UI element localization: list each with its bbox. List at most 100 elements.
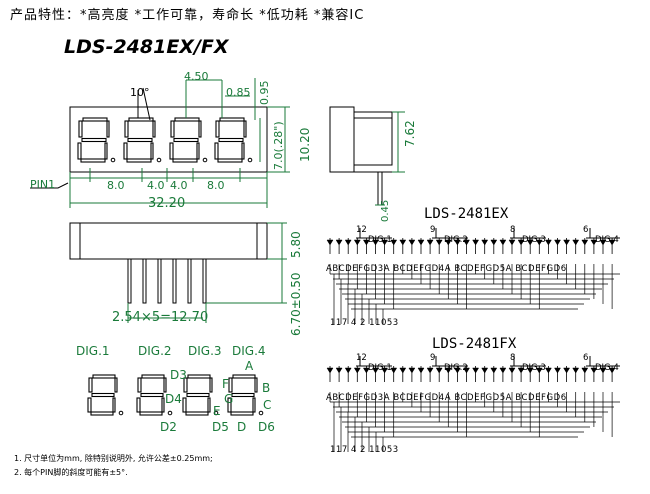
segment-b	[163, 377, 167, 393]
schematic-ex-pin-9: 9	[430, 225, 436, 235]
display-digits	[87, 374, 264, 416]
segment-a	[232, 374, 256, 379]
segment-b	[114, 377, 118, 393]
segment-c	[241, 142, 245, 160]
dim-lead-pitch: 2.54×5=12.70	[112, 310, 209, 325]
segment-g	[186, 392, 210, 398]
schematic-ex-pin-numbers: 117 4 2 11053	[330, 318, 399, 328]
label-seg-c: C	[263, 398, 272, 412]
segment-g	[140, 392, 164, 398]
segment-d	[230, 411, 254, 416]
schematic-ex-pin-12: 12	[356, 225, 367, 235]
decimal-point	[110, 157, 116, 163]
segment-f	[215, 120, 220, 138]
segment-c	[161, 397, 165, 413]
display-digit-2	[136, 374, 173, 416]
label-dig3: DIG.3	[188, 344, 222, 358]
pin1-label: PIN1	[30, 178, 56, 191]
segment-a	[92, 374, 116, 379]
label-d5: D5	[212, 420, 229, 434]
schematic-fx	[326, 356, 620, 452]
segment-d	[126, 158, 152, 163]
label-d4: D4	[165, 392, 182, 406]
decimal-point	[167, 410, 173, 416]
lead-5	[187, 258, 192, 304]
part-title: LDS-2481EX/FX	[64, 36, 229, 58]
segment-a	[128, 117, 154, 122]
schematic-fx-pin-9: 9	[430, 353, 436, 363]
segment-f	[88, 377, 93, 393]
schematic-fx-title: LDS-2481FX	[432, 336, 517, 352]
display-digit-3	[182, 374, 219, 416]
schematic-ex-dig4: DIG.4	[595, 235, 619, 245]
segment-b	[198, 120, 202, 138]
segment-c	[252, 397, 256, 413]
label-dig4: DIG.4	[232, 344, 266, 358]
schematic-ex-segments: ABCDEFGD3A BCDEFGD4A BCDEFGD5A BCDEFGD6	[326, 264, 567, 274]
segment-g	[81, 137, 107, 143]
front-digit-4	[214, 117, 253, 163]
segment-b	[106, 120, 110, 138]
segment-c	[112, 397, 116, 413]
segment-a	[187, 374, 211, 379]
bottom-view	[69, 222, 287, 323]
label-d6: D6	[258, 420, 275, 434]
segment-e	[182, 397, 187, 413]
lead-3	[157, 258, 162, 304]
decimal-point	[156, 157, 162, 163]
schematic-fx-pin-12: 12	[356, 353, 367, 363]
segment-d	[90, 411, 114, 416]
schematic-fx-dig4: DIG.4	[595, 363, 619, 373]
segment-d	[80, 158, 106, 163]
lead-2	[142, 258, 147, 304]
segment-f	[124, 120, 129, 138]
dim-lead-length: 6.70±0.50	[289, 272, 303, 337]
segment-c	[207, 397, 211, 413]
schematic-fx-dig2: DIG.2	[444, 363, 468, 373]
dim-pitch-c: 4.0	[170, 179, 188, 192]
segment-g	[218, 137, 244, 143]
front-view	[30, 78, 290, 208]
schematic-fx-dig1: DIG.1	[368, 363, 392, 373]
dim-digit-height: 7.0(.28")	[272, 121, 285, 170]
decimal-point	[118, 410, 124, 416]
segment-f	[78, 120, 83, 138]
decimal-point	[202, 157, 208, 163]
segment-c	[196, 142, 200, 160]
segment-e	[214, 142, 219, 160]
side-cap	[329, 106, 355, 173]
dim-pitch-a: 8.0	[107, 179, 125, 192]
dim-body-thickness: 5.80	[289, 231, 303, 258]
schematic-ex-pin-6: 6	[583, 225, 589, 235]
segment-a	[174, 117, 200, 122]
segment-d	[139, 411, 163, 416]
segment-f	[137, 377, 142, 393]
note-1: 1. 尺寸单位为mm, 除特别说明外, 允许公差±0.25mm;	[14, 454, 213, 463]
dim-overall-width: 32.20	[148, 196, 186, 211]
segment-b	[243, 120, 247, 138]
segment-e	[77, 142, 82, 160]
side-body	[353, 117, 393, 166]
label-seg-a: A	[245, 359, 254, 373]
dim-seg-right: 0.95	[258, 80, 271, 106]
segment-g	[173, 137, 199, 143]
segment-b	[209, 377, 213, 393]
segment-c	[150, 142, 154, 160]
segment-b	[152, 120, 156, 138]
lead-1	[127, 258, 132, 304]
label-dig2: DIG.2	[138, 344, 172, 358]
schematic-ex-dig1: DIG.1	[368, 235, 392, 245]
schematic-fx-segments: ABCDEFGD3A BCDEFGD4A BCDEFGD5A BCDEFGD6	[326, 393, 567, 403]
segment-d	[185, 411, 209, 416]
schematic-ex-dig3: DIG.3	[522, 235, 546, 245]
segment-a	[141, 374, 165, 379]
segment-g	[91, 392, 115, 398]
schematic-fx-pin-6: 6	[583, 353, 589, 363]
segment-g	[231, 392, 255, 398]
bottom-body	[69, 222, 268, 260]
segment-f	[228, 377, 233, 393]
schematic-ex-dig2: DIG.2	[444, 235, 468, 245]
dim-pitch-b: 4.0	[147, 179, 165, 192]
